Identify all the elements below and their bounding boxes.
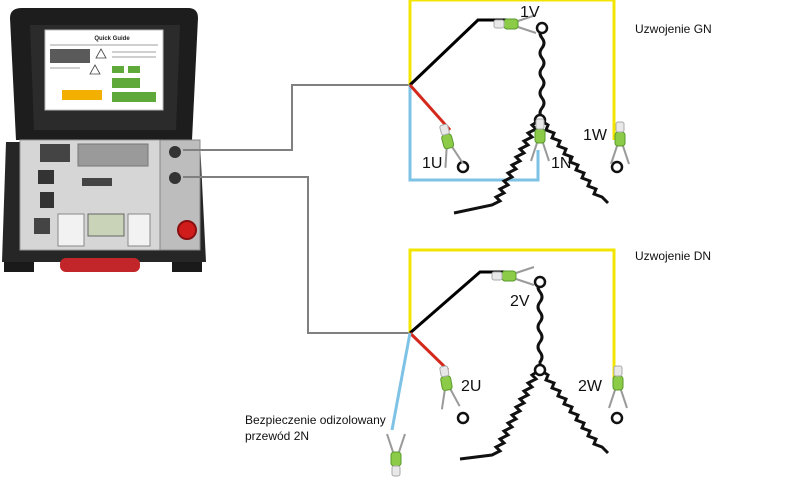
- label-1u: 1U: [422, 155, 442, 172]
- hv-title: Uzwojenie GN: [635, 22, 712, 36]
- coil-w: [539, 118, 610, 205]
- foot: [172, 262, 202, 272]
- node-2v: [533, 275, 547, 289]
- node-2u: [456, 411, 470, 425]
- guide-highlight: [62, 90, 102, 100]
- wire-blue-lv: [390, 332, 412, 431]
- brand-plate: [82, 178, 112, 186]
- warning-icon: [89, 64, 101, 75]
- coil-2v: [536, 281, 544, 364]
- label-2u: 2U: [461, 378, 481, 395]
- wire-black-hv: [408, 18, 510, 87]
- coil-u: [453, 118, 541, 215]
- node-neutral-lv: [533, 363, 547, 377]
- clip-2u: [433, 363, 461, 411]
- lcd-display: [87, 213, 125, 237]
- keypad: [127, 213, 151, 247]
- power-socket: [40, 144, 70, 162]
- test-instrument: Quick Guide: [2, 8, 206, 272]
- wire-blue-hv: [408, 85, 540, 182]
- guide-chip: [112, 66, 124, 73]
- guide-chip: [112, 92, 156, 102]
- guide-line: [112, 56, 156, 58]
- rotary-knob: [34, 218, 50, 234]
- wire-red-lv: [408, 331, 450, 372]
- guide-line: [50, 44, 158, 46]
- guide-chip: [128, 66, 140, 73]
- label-2v: 2V: [510, 293, 530, 310]
- coil-2u: [459, 368, 541, 461]
- foot: [4, 262, 34, 272]
- node-1u: [456, 160, 470, 174]
- guide-chip: [112, 78, 140, 88]
- label-2w: 2W: [578, 378, 603, 395]
- coil-v: [538, 27, 546, 121]
- lv-title: Uzwojenie DN: [635, 249, 711, 263]
- coil-2w: [539, 368, 610, 455]
- lv-winding: 2V 2U 2W Uzwojenie DN: [386, 248, 711, 477]
- guide-photo: [50, 49, 90, 63]
- lead-lv: [183, 176, 410, 334]
- guide-line: [50, 67, 80, 69]
- emergency-stop: [177, 220, 197, 240]
- hv-winding: 1V 1U 1W 1N Uzwojenie GN: [408, 0, 712, 215]
- note-line-1: Bezpieczenie odizolowany: [245, 413, 386, 427]
- note-line-2: przewód 2N: [245, 429, 309, 443]
- guide-line: [112, 51, 156, 53]
- carry-handle: [60, 258, 140, 272]
- terminal-socket: [169, 146, 181, 158]
- vent-grille: [77, 143, 149, 167]
- lead-hv: [183, 84, 410, 151]
- wire-black-lv: [409, 270, 510, 335]
- switch: [38, 170, 54, 184]
- wire-yellow-hv: [408, 0, 616, 140]
- clip-2v: [491, 266, 535, 286]
- warning-icon: [95, 48, 107, 59]
- node-1v: [535, 21, 549, 35]
- clip-2n-isolated: [386, 433, 406, 477]
- wire-red-hv: [408, 84, 452, 131]
- node-2w: [610, 411, 624, 425]
- switch: [40, 192, 54, 208]
- quick-guide-title: Quick Guide: [94, 36, 130, 42]
- wire-yellow-lv: [408, 248, 616, 380]
- label-1n: 1N: [551, 155, 571, 172]
- node-1w: [610, 160, 624, 174]
- terminal-socket: [169, 172, 181, 184]
- clip-2w: [608, 365, 628, 409]
- label-1w: 1W: [583, 127, 608, 144]
- keypad: [57, 213, 85, 247]
- label-1v: 1V: [520, 4, 540, 21]
